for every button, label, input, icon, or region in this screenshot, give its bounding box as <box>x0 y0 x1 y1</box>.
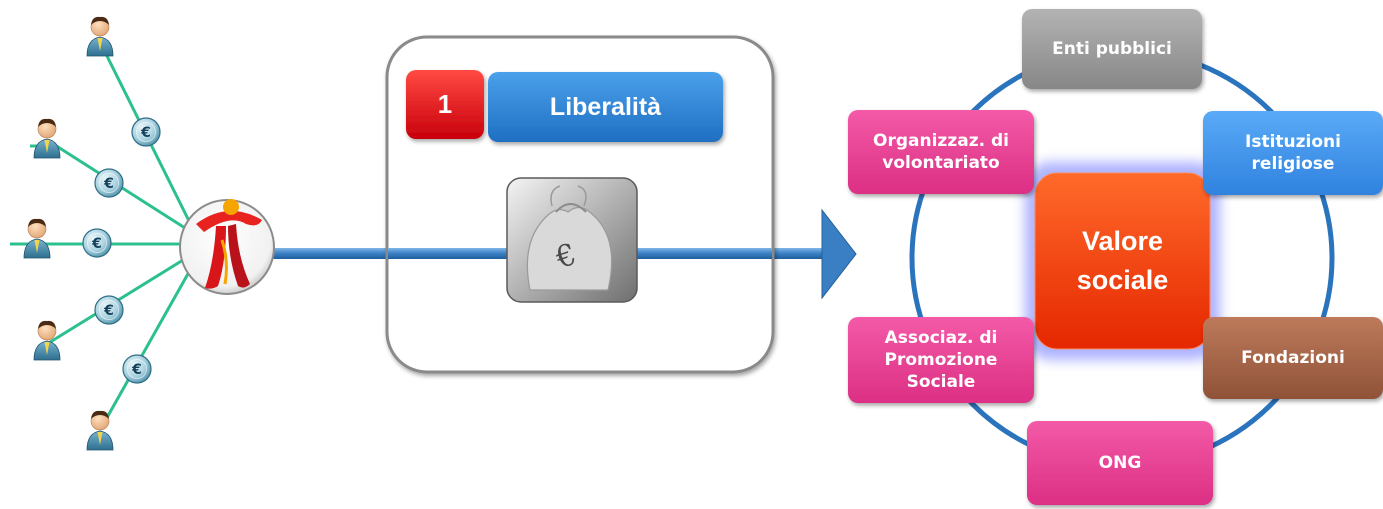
euro-symbol: € <box>103 303 114 319</box>
donor-person-icon <box>86 16 114 57</box>
euro-symbol: € <box>103 176 114 192</box>
arrow-head-icon <box>821 208 857 300</box>
associaz-node <box>848 317 1034 403</box>
donor-person-icon <box>33 320 61 361</box>
donor-person-icon <box>33 118 61 159</box>
money-bag-image <box>506 177 638 303</box>
step-number-badge <box>406 70 484 139</box>
connector-line <box>98 255 200 431</box>
valore-sociale-node <box>1034 172 1211 350</box>
enti-pubblici-node <box>1022 9 1202 89</box>
coin-symbols: € € € € € <box>91 125 151 378</box>
fondazioni-node <box>1203 317 1383 399</box>
organizzaz-node <box>848 110 1034 194</box>
istituzioni-religiose-node <box>1203 111 1383 195</box>
organization-logo <box>179 199 275 295</box>
euro-symbol: € <box>140 125 151 141</box>
euro-symbol: € <box>91 236 102 252</box>
step-title-badge <box>488 72 723 142</box>
euro-symbol: € <box>131 362 142 378</box>
ong-node <box>1027 421 1213 505</box>
connector-line <box>46 250 197 346</box>
donor-person-icon <box>23 218 51 259</box>
